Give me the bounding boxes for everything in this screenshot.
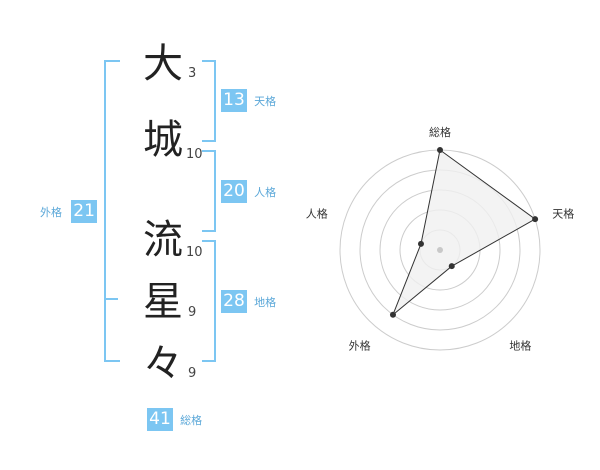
sou-kaku-label: 総格 <box>180 414 203 427</box>
stroke-count-4: 9 <box>188 305 197 320</box>
chi-kaku-label: 地格 <box>254 296 277 309</box>
gai-kaku-value: 21 <box>71 200 98 223</box>
radar-area <box>392 149 537 316</box>
name-char-2: 城 <box>143 117 183 163</box>
gai-kaku-label: 外格 <box>40 206 62 219</box>
radar-axis-label-4: 外格 <box>349 338 371 352</box>
outer-bracket-divider <box>104 298 118 300</box>
ten-kaku-value: 13 <box>221 89 247 112</box>
radar-point-1 <box>437 147 443 153</box>
gai-kaku: 外格 21 <box>40 200 98 223</box>
name-char-3: 流 <box>143 217 183 263</box>
chi-kaku: 28 地格 <box>221 290 276 313</box>
jin-kaku: 20 人格 <box>221 180 276 203</box>
chi-bracket <box>202 240 216 362</box>
jin-bracket <box>202 150 216 232</box>
ten-bracket <box>202 60 216 142</box>
stroke-count-1: 3 <box>188 66 197 81</box>
radar-point-2 <box>532 216 539 223</box>
sou-kaku-value: 41 <box>147 408 173 431</box>
stroke-count-2: 10 <box>186 147 203 162</box>
name-char-4: 星 <box>143 279 183 325</box>
sou-kaku: 41 総格 <box>147 408 202 431</box>
radar-point-3 <box>448 263 455 270</box>
radar-axis-label-3: 地格 <box>509 338 531 352</box>
chi-kaku-value: 28 <box>221 290 247 313</box>
stroke-count-5: 9 <box>188 366 197 381</box>
radar-point-5 <box>417 240 424 247</box>
radar-axis-label-1: 総格 <box>429 125 451 139</box>
outer-bracket <box>104 60 120 362</box>
name-char-1: 大 <box>143 41 183 87</box>
radar-axis-label-2: 天格 <box>552 207 574 221</box>
name-char-5: 々 <box>143 341 183 387</box>
stroke-count-3: 10 <box>186 245 203 260</box>
jin-kaku-label: 人格 <box>254 186 277 199</box>
jin-kaku-value: 20 <box>221 180 247 203</box>
radar-center-dot <box>437 247 443 253</box>
ten-kaku-label: 天格 <box>254 95 277 108</box>
radar-axis-label-5: 人格 <box>306 207 328 221</box>
radar-point-4 <box>389 311 396 318</box>
ten-kaku: 13 天格 <box>221 89 276 112</box>
